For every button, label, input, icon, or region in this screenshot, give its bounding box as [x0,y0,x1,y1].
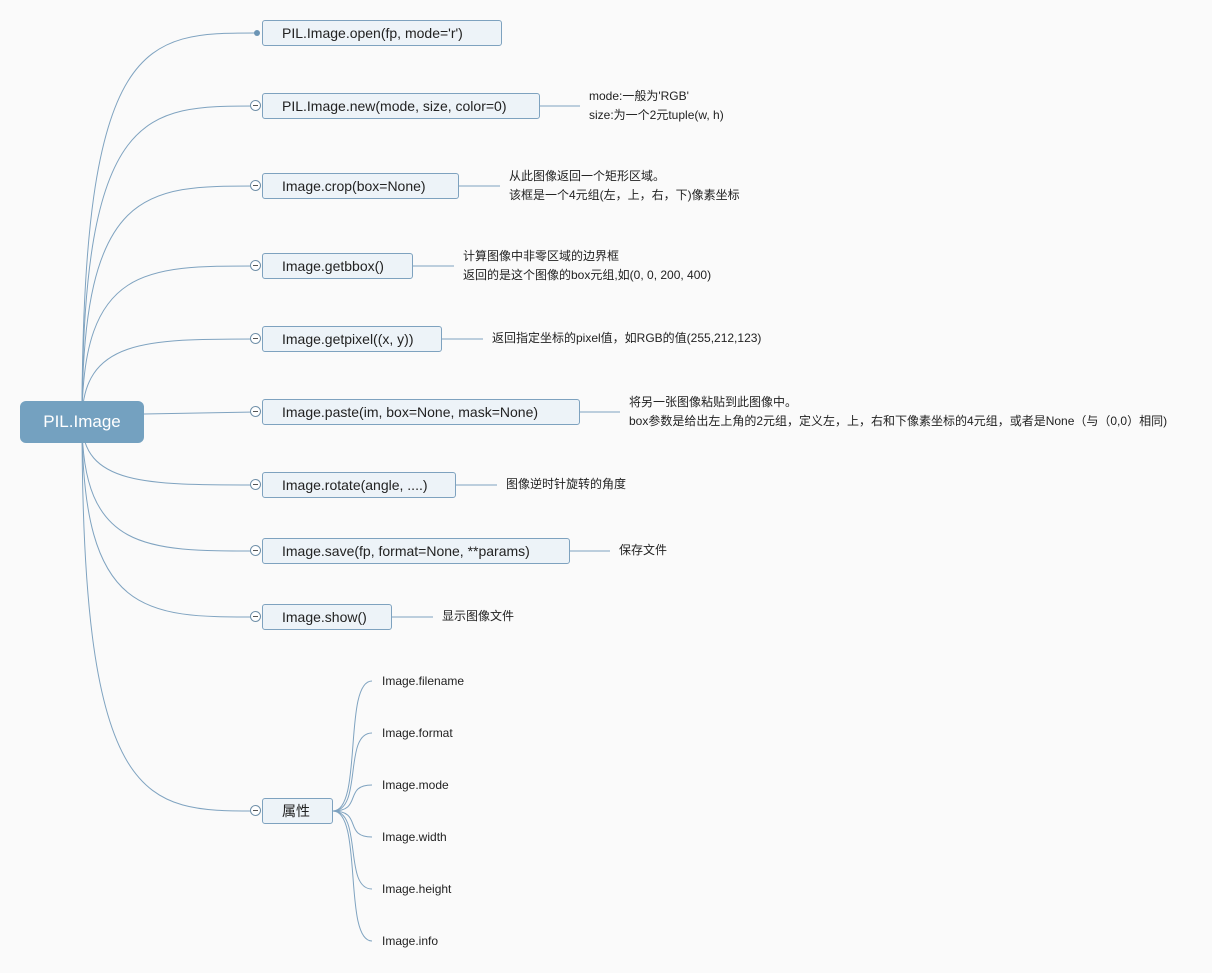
note-line: mode:一般为'RGB' [589,89,689,103]
attribute-info: Image.info [382,934,439,948]
root-branch-connector [81,105,257,422]
branch-image-paste[interactable]: Image.paste(im, box=None, mask=None) [262,399,580,425]
note-image-crop: 从此图像返回一个矩形区域。 该框是一个4元组(左，上，右，下)像素坐标 [509,167,740,205]
branch-image-crop[interactable]: Image.crop(box=None) [262,173,459,199]
collapse-toggle-icon[interactable] [250,260,261,271]
root-branch-connector [81,265,257,422]
branch-label: Image.save(fp, format=None, **params) [282,543,530,559]
attribute-connector [332,810,373,838]
note-image-show: 显示图像文件 [442,607,514,626]
branch-image-save[interactable]: Image.save(fp, format=None, **params) [262,538,570,564]
branch-label: Image.getpixel((x, y)) [282,331,414,347]
note-image-getpixel: 返回指定坐标的pixel值，如RGB的值(255,212,123) [492,329,761,348]
attribute-connector [332,680,373,812]
root-branch-connector [81,32,257,422]
root-branch-connector [81,185,257,422]
branch-label: Image.paste(im, box=None, mask=None) [282,404,539,420]
attribute-connector [332,810,373,890]
root-branch-connector [81,338,257,422]
branch-label: 属性 [282,803,310,819]
note-line: size:为一个2元tuple(w, h) [589,108,724,122]
collapse-toggle-icon[interactable] [250,611,261,622]
collapse-toggle-icon[interactable] [250,545,261,556]
root-branch-connector [81,420,257,812]
branch-image-rotate[interactable]: Image.rotate(angle, ....) [262,472,456,498]
attribute-connector [332,732,373,812]
attribute-filename: Image.filename [382,674,465,688]
collapse-toggle-icon[interactable] [250,180,261,191]
branch-label: PIL.Image.new(mode, size, color=0) [282,98,507,114]
attribute-mode: Image.mode [382,778,449,792]
root-node-label: PIL.Image [43,412,121,431]
note-image-save: 保存文件 [619,541,667,560]
root-node[interactable]: PIL.Image [20,401,144,443]
branch-label: Image.show() [282,609,367,625]
collapse-toggle-icon[interactable] [250,100,261,111]
note-line: 显示图像文件 [442,609,515,623]
note-image-rotate: 图像逆时针旋转的角度 [506,475,626,494]
branch-image-getbbox[interactable]: Image.getbbox() [262,253,413,279]
collapse-toggle-icon[interactable] [250,333,261,344]
collapse-toggle-icon[interactable] [250,406,261,417]
attribute-height: Image.height [382,882,452,896]
branch-image-new[interactable]: PIL.Image.new(mode, size, color=0) [262,93,540,119]
note-line: 保存文件 [619,543,668,557]
note-line: 将另一张图像粘贴到此图像中。 [629,395,798,409]
branch-label: Image.rotate(angle, ....) [282,477,428,493]
note-line: 计算图像中非零区域的边界框 [463,249,620,263]
branch-label: Image.crop(box=None) [282,178,426,194]
branch-label: PIL.Image.open(fp, mode='r') [282,25,463,41]
root-branch-connector [143,411,257,415]
attribute-connector [332,784,373,812]
note-image-paste: 将另一张图像粘贴到此图像中。 box参数是给出左上角的2元组，定义左，上，右和下… [629,393,1167,431]
note-line: 返回的是这个图像的box元组,如(0, 0, 200, 400) [463,268,712,282]
note-line: 返回指定坐标的pixel值，如RGB的值(255,212,123) [492,331,762,345]
collapse-toggle-icon[interactable] [250,479,261,490]
root-branch-connector [81,420,257,552]
branch-image-open[interactable]: PIL.Image.open(fp, mode='r') [262,20,502,46]
attribute-width: Image.width [382,830,447,844]
note-line: 图像逆时针旋转的角度 [506,477,627,491]
attribute-format: Image.format [382,726,453,740]
collapse-toggle-icon[interactable] [250,805,261,816]
branch-attributes[interactable]: 属性 [262,798,333,824]
branch-image-getpixel[interactable]: Image.getpixel((x, y)) [262,326,442,352]
note-image-getbbox: 计算图像中非零区域的边界框 返回的是这个图像的box元组,如(0, 0, 200… [463,247,711,285]
branch-label: Image.getbbox() [282,258,384,274]
root-branch-connector [81,420,257,618]
attribute-connector [332,810,373,942]
note-line: 该框是一个4元组(左，上，右，下)像素坐标 [509,188,740,202]
note-image-new: mode:一般为'RGB' size:为一个2元tuple(w, h) [589,87,724,125]
branch-endpoint-dot [254,30,260,36]
note-line: box参数是给出左上角的2元组，定义左，上，右和下像素坐标的4元组，或者是Non… [629,414,1168,428]
branch-image-show[interactable]: Image.show() [262,604,392,630]
note-line: 从此图像返回一个矩形区域。 [509,169,666,183]
